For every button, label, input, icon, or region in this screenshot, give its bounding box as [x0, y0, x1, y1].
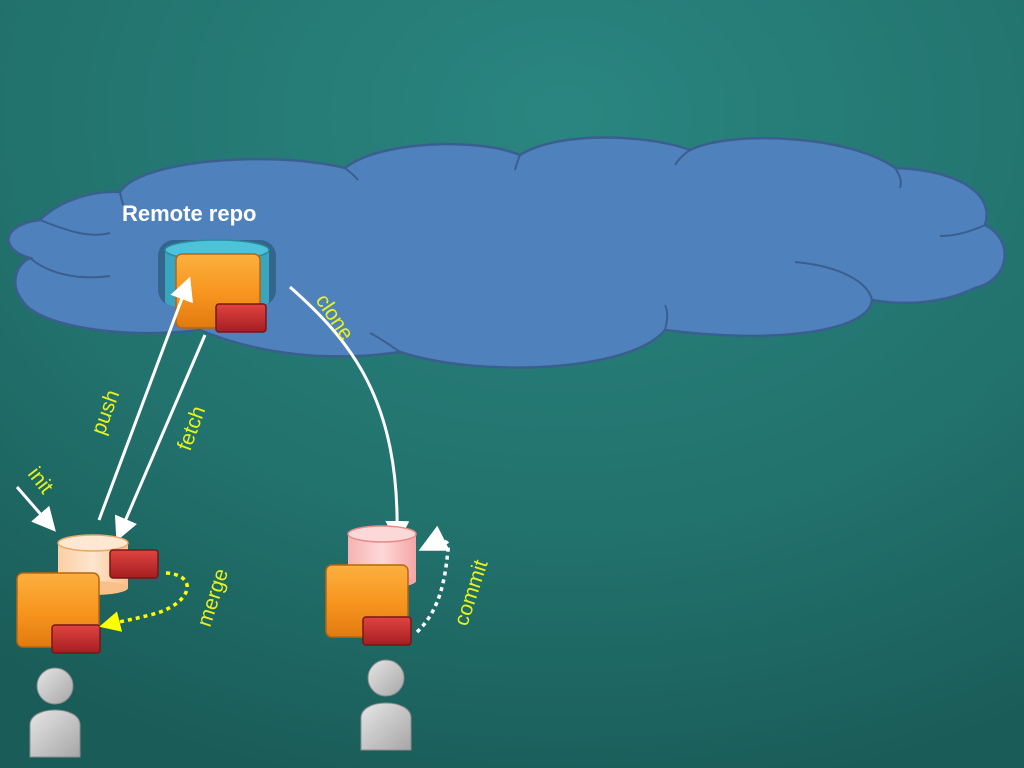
right-index-icon	[362, 616, 412, 646]
left-index-icon	[51, 624, 101, 654]
remote-repo-label: Remote repo	[122, 201, 256, 226]
fetch-arrow	[114, 334, 207, 542]
merge-arrow	[99, 571, 189, 632]
clone-arrow	[289, 285, 410, 545]
user-icon	[29, 667, 81, 758]
push-arrow	[97, 276, 193, 521]
local-repo-left	[16, 534, 159, 654]
user-icon	[360, 659, 412, 751]
local-repo-right	[325, 525, 417, 646]
init-arrow	[15, 486, 56, 532]
left-stash-index-icon	[109, 549, 159, 579]
commit-arrow	[415, 525, 450, 634]
remote-index-icon	[215, 303, 267, 333]
